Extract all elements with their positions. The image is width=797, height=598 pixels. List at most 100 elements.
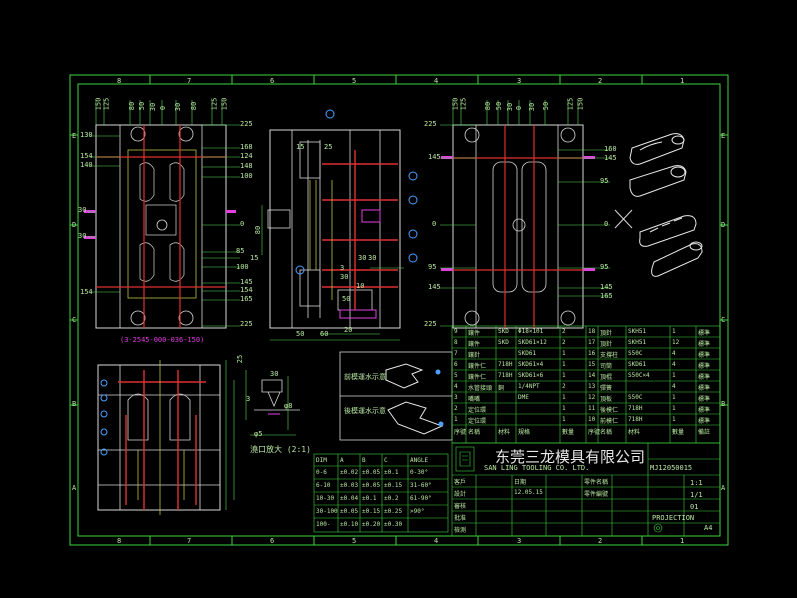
- bom-cell: 司筒: [600, 363, 613, 370]
- part-3d-views: [614, 133, 703, 277]
- dimension-label: 30: [358, 254, 367, 262]
- dimension-label: 15: [250, 254, 259, 262]
- tolerance-cell: ±0.15: [362, 508, 381, 515]
- bom-cell: 頂針: [600, 330, 613, 337]
- bom-cell: 9: [454, 328, 458, 335]
- title-block-cell: 設計: [454, 491, 467, 498]
- bom-cell: 標準: [698, 385, 711, 392]
- title-block-cell: 零件名稱: [584, 479, 609, 486]
- tolerance-cell: ±0.02: [340, 469, 359, 476]
- dimension-label: 95: [600, 177, 609, 185]
- dimension-label: 165: [240, 295, 253, 303]
- bom-cell: 5: [454, 372, 458, 379]
- dimension-label: 225: [240, 120, 253, 128]
- border-col-label: 5: [352, 77, 357, 85]
- bom-cell: 頂棍: [600, 374, 613, 381]
- border-col-label: 1: [680, 77, 685, 85]
- bom-cell: 鑲件仁: [468, 374, 487, 381]
- tolerance-cell: >90°: [410, 508, 425, 515]
- tolerance-cell: 0-30°: [410, 469, 429, 476]
- border-col-label: 3: [517, 537, 522, 545]
- bom-cell: 4: [672, 361, 676, 368]
- dimension-label: 225: [240, 320, 253, 328]
- bom-cell: 718H: [628, 416, 643, 423]
- dimension-label: 150: [220, 97, 229, 111]
- dimension-label: 30: [174, 102, 183, 112]
- bom-cell: 2: [562, 328, 566, 335]
- tolerance-cell: ±0.03: [340, 482, 359, 489]
- dimension-label: 125: [566, 97, 575, 111]
- bom-cell: 嘴嘴: [468, 396, 481, 403]
- rear-mold-cooling-callout: 後模運水示意: [344, 407, 386, 415]
- bom-cell: 17: [588, 339, 596, 346]
- bom-grid: [451, 325, 721, 444]
- dimension-label: 30: [78, 206, 87, 214]
- border-col-label: 6: [270, 537, 275, 545]
- tolerance-cell: 30-100: [316, 508, 338, 515]
- detail-title: 澆口放大 (2:1): [250, 445, 311, 454]
- bom-cell: 標準: [698, 407, 711, 414]
- bom-cell: 16: [588, 350, 596, 357]
- dimension-label: 140: [80, 161, 93, 169]
- paper-size: A4: [704, 524, 713, 532]
- bom-cell: 2: [562, 383, 566, 390]
- bom-cell: 1: [672, 394, 676, 401]
- bom-cell: 前模仁: [600, 418, 619, 425]
- dimension-label: 50: [138, 101, 147, 111]
- edition-value: 01: [690, 503, 699, 511]
- part-3d-view-2: [629, 165, 687, 197]
- title-block-cell: 日期: [514, 479, 527, 486]
- tolerance-header-cell: ANGLE: [410, 457, 429, 464]
- dimension-label: 20: [344, 326, 353, 334]
- dimension-label: 150: [451, 97, 460, 111]
- bom-cell: 定位環: [468, 407, 487, 414]
- dimension-label: 0: [159, 105, 168, 111]
- dimension-label: 80: [190, 101, 199, 111]
- dimension-label: 154: [80, 152, 93, 160]
- tolerance-cell: 6-10: [316, 482, 331, 489]
- bom-cell: 718H: [498, 361, 513, 368]
- border-row-label: C: [72, 316, 77, 324]
- bom-cell: 彈簧: [600, 385, 613, 392]
- dimension-label: 125: [459, 97, 468, 111]
- sheet-value: 1/1: [690, 491, 703, 499]
- bom-cell: SKD61×12: [518, 339, 547, 346]
- tolerance-cell: 61-90°: [410, 495, 432, 502]
- bom-header-cell: 序號: [454, 429, 467, 436]
- bom-cell: 8: [454, 339, 458, 346]
- border-row-label: E: [72, 132, 77, 140]
- bom-cell: 6: [454, 361, 458, 368]
- dimension-label: 154: [240, 286, 253, 294]
- bom-cell: SKH51: [628, 328, 647, 335]
- tolerance-cell: 0-6: [316, 469, 327, 476]
- dimension-label: 154: [80, 288, 93, 296]
- bom-cell: 718H: [628, 405, 643, 412]
- bom-cell: 12: [588, 394, 596, 401]
- dimension-label: 30: [506, 102, 515, 112]
- drawing-number: MJ12050015: [650, 464, 693, 472]
- dimension-label: 145: [604, 154, 617, 162]
- tolerance-header-cell: B: [362, 457, 366, 464]
- bom-cell: DME: [518, 394, 529, 401]
- bom-cell: SKD61: [518, 350, 537, 357]
- dimension-label: 30: [340, 273, 349, 281]
- tolerance-header-cell: C: [384, 457, 388, 464]
- dimension-label: 130: [80, 131, 93, 139]
- dimension-label: 160: [604, 145, 617, 153]
- bom-header-cell: 數量: [672, 429, 685, 436]
- title-block-cell: 檢測: [454, 527, 467, 534]
- border-col-label: 7: [187, 537, 192, 545]
- bom-cell: 1: [672, 405, 676, 412]
- dimension-label: 30: [149, 102, 158, 112]
- dimension-label: 50: [296, 330, 305, 338]
- dimension-label: 150: [576, 97, 585, 111]
- border-col-label: 2: [598, 77, 603, 85]
- bom-cell: 1: [562, 405, 566, 412]
- bom-cell: 1: [562, 361, 566, 368]
- front-mold-cooling-callout: 前模運水示意: [344, 373, 386, 381]
- title-block-cell: 審核: [454, 503, 467, 510]
- bom-cell: 1: [562, 394, 566, 401]
- dimension-label: 95: [428, 263, 437, 271]
- tolerance-cell: ±0.04: [340, 495, 359, 502]
- title-block-cell: 客戶: [454, 479, 467, 486]
